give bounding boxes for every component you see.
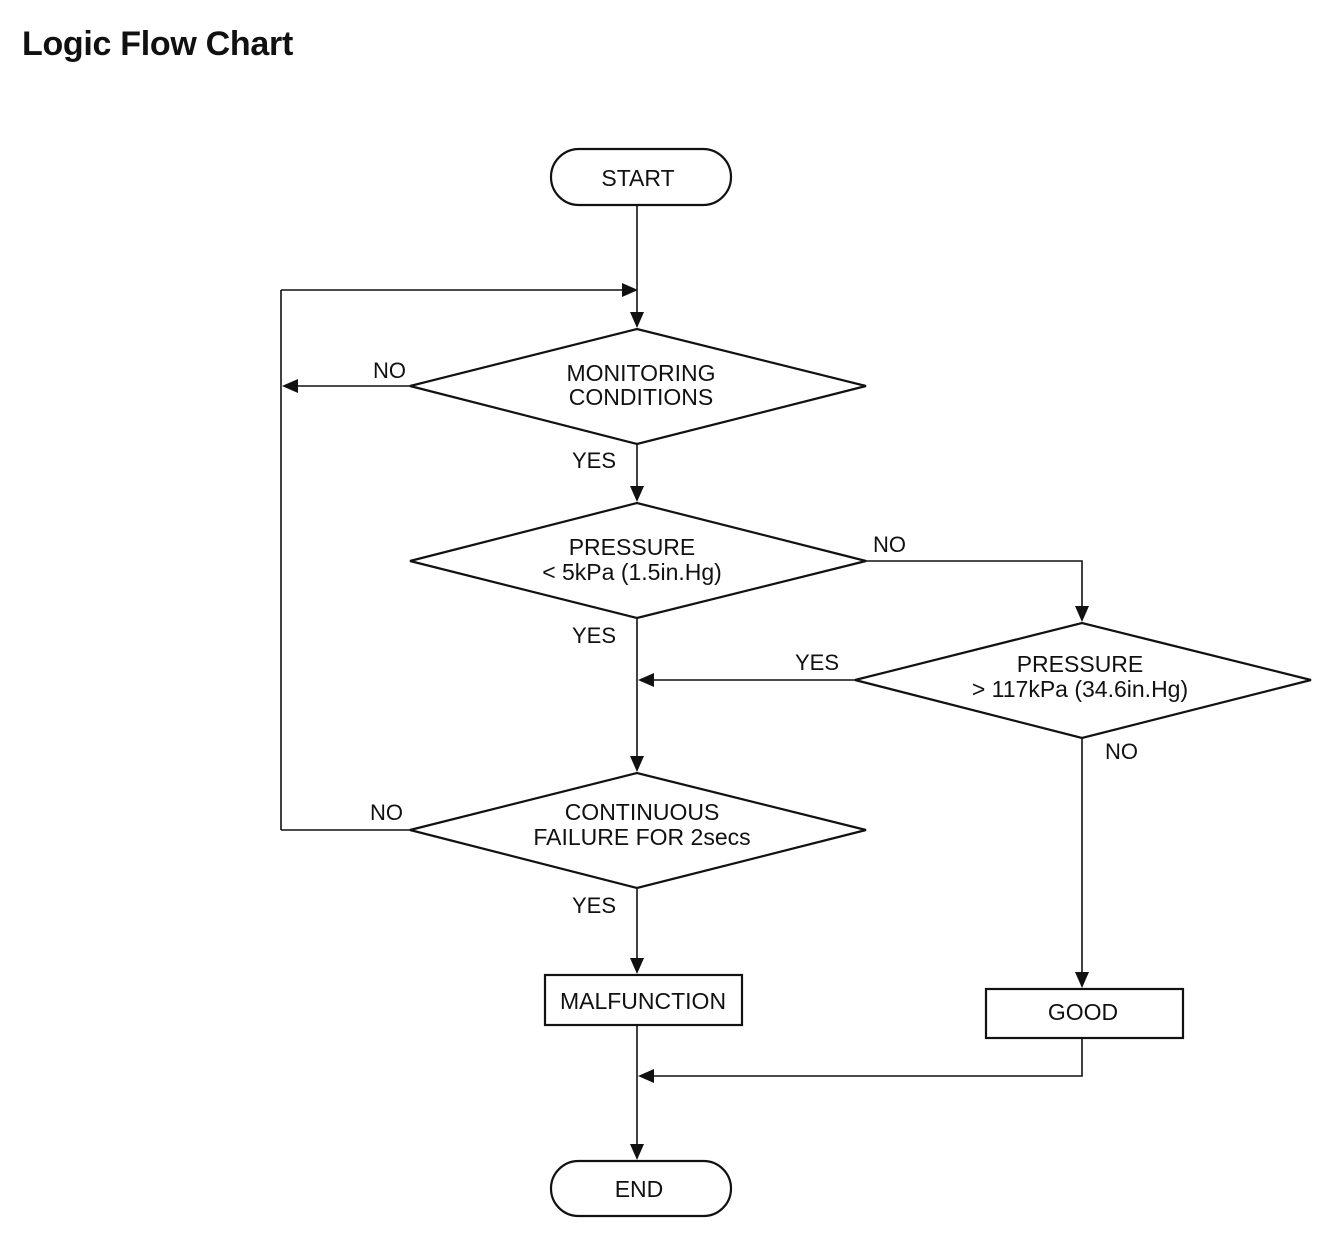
end-node: END [549,1159,733,1218]
pressure-low-decision: PRESSURE < 5kPa (1.5in.Hg) [409,501,867,620]
pressure-high-decision: PRESSURE > 117kPa (34.6in.Hg) [854,621,1312,740]
pressure-high-label-line2: > 117kPa (34.6in.Hg) [972,676,1188,702]
arrow-into-continuous [630,756,644,772]
pressure-low-label-line1: PRESSURE [569,534,696,560]
pressure-low-no-label: NO [873,532,906,557]
pressure-low-label-line2: < 5kPa (1.5in.Hg) [542,559,722,585]
continuous-label-line1: CONTINUOUS [565,799,720,825]
good-box: GOOD [984,987,1185,1040]
monitoring-label-line2: CONDITIONS [569,384,713,410]
connector-pressure-low-no [866,560,1083,606]
arrow-into-monitoring [630,312,644,328]
continuous-label-line2: FAILURE FOR 2secs [533,824,750,850]
arrow-into-malfunction [630,958,644,974]
arrow-loop-back-junction [622,283,638,297]
pressure-high-label-line1: PRESSURE [1017,651,1144,677]
arrow-pressure-high-yes [638,673,654,687]
end-label: END [615,1176,664,1202]
arrow-into-end [630,1144,644,1160]
malfunction-label: MALFUNCTION [560,988,726,1014]
start-label: START [601,165,674,191]
good-label: GOOD [1048,999,1118,1025]
arrow-good-merge [638,1069,654,1083]
monitoring-conditions-decision: MONITORING CONDITIONS [409,327,867,446]
connector-good-to-end [654,1038,1083,1077]
pressure-high-no-label: NO [1105,739,1138,764]
arrow-into-good [1075,972,1089,988]
start-node: START [549,147,733,207]
continuous-failure-decision: CONTINUOUS FAILURE FOR 2secs [409,771,867,890]
pressure-low-yes-label: YES [572,623,616,648]
monitoring-no-label: NO [373,358,406,383]
monitoring-yes-label: YES [572,448,616,473]
page-title: Logic Flow Chart [22,25,293,63]
arrow-into-pressure-high [1075,606,1089,622]
arrow-into-pressure-low [630,486,644,502]
arrow-monitoring-no [282,379,298,393]
monitoring-label-line1: MONITORING [566,360,715,386]
malfunction-box: MALFUNCTION [543,973,744,1027]
pressure-high-yes-label: YES [795,650,839,675]
continuous-no-label: NO [370,800,403,825]
continuous-yes-label: YES [572,893,616,918]
